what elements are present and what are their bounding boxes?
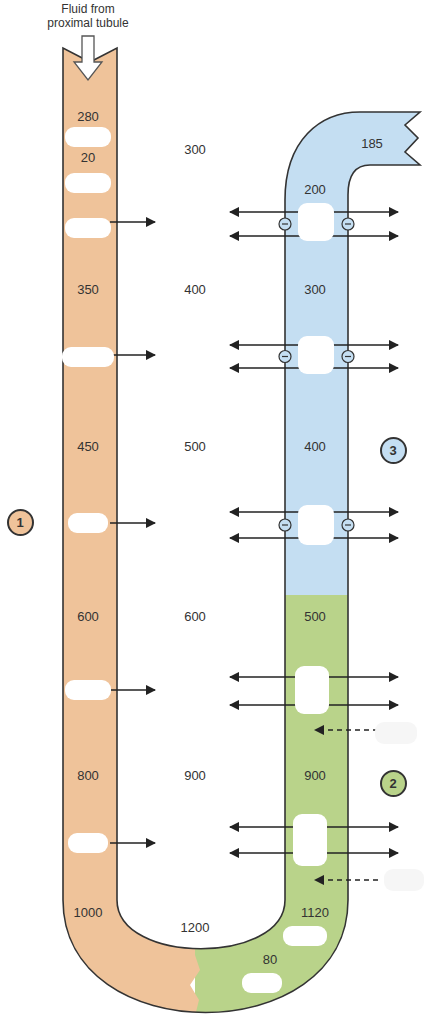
arrow (110, 689, 155, 691)
osmolarity-value: 185 (361, 136, 383, 152)
pump-symbol (345, 356, 351, 357)
callout-circle: 1 (7, 509, 34, 536)
osmolarity-value: 280 (77, 109, 99, 125)
osmolarity-value: 350 (77, 282, 99, 298)
arrow (110, 842, 155, 844)
pump-symbol (342, 519, 354, 531)
pump-symbol (279, 218, 291, 230)
osmolarity-value: 400 (184, 282, 206, 298)
osmolarity-value: 800 (77, 768, 99, 784)
callout-circle: 2 (380, 770, 407, 797)
arrow (110, 522, 155, 524)
pump-symbol (345, 223, 351, 224)
osmolarity-value: 900 (304, 768, 326, 784)
blank-box (298, 336, 334, 374)
inflow-label: Fluid from proximal tubule (38, 2, 138, 31)
pump-symbol (279, 351, 291, 363)
osmolarity-value: 1120 (301, 905, 329, 921)
osmolarity-value: 400 (304, 439, 326, 455)
osmolarity-value: 900 (184, 768, 206, 784)
inflow-arrow (74, 36, 102, 80)
dashed-arrow (315, 879, 378, 881)
osmolarity-value: 80 (263, 952, 277, 968)
osmolarity-value: 300 (304, 282, 326, 298)
blank-box (283, 926, 327, 946)
blank-box (65, 680, 111, 700)
exchange-arrows (230, 212, 398, 880)
osmolarity-value: 450 (77, 439, 99, 455)
callout-number: 1 (16, 515, 23, 530)
blank-box (298, 203, 334, 241)
blank-box (293, 814, 327, 866)
callout-number: 3 (389, 443, 396, 458)
pump-symbol (282, 356, 288, 357)
blank-box (295, 666, 329, 714)
osmolarity-value: 300 (184, 142, 206, 158)
pump-symbol (342, 218, 354, 230)
pump-symbol (282, 223, 288, 224)
blank-box (384, 869, 424, 891)
blank-box (242, 973, 282, 993)
pump-symbol (282, 524, 288, 525)
blank-box (65, 127, 111, 147)
pump-symbol (342, 351, 354, 363)
blank-box (65, 218, 111, 238)
arrow (110, 354, 155, 356)
osmolarity-value: 500 (184, 439, 206, 455)
tube-wall (63, 48, 420, 1013)
osmolarity-value: 1200 (181, 920, 210, 936)
callout-number: 2 (389, 776, 396, 791)
osmolarity-value: 1000 (74, 905, 103, 921)
dashed-arrow (315, 729, 378, 731)
blank-box (375, 722, 417, 744)
osmolarity-value: 500 (304, 609, 326, 625)
blank-box (62, 347, 114, 367)
blank-box (298, 505, 334, 545)
osmolarity-value: 600 (184, 609, 206, 625)
blank-boxes (62, 127, 424, 993)
osmolarity-value: 20 (81, 150, 95, 166)
callout-circle: 3 (380, 437, 407, 464)
arrow (110, 221, 155, 223)
blank-box (65, 173, 111, 193)
water-out-arrows (110, 222, 155, 843)
osmolarity-value: 600 (77, 609, 99, 625)
osmolarity-value: 200 (304, 182, 326, 198)
pump-symbol (279, 519, 291, 531)
blank-box (68, 513, 108, 533)
pump-symbol (345, 524, 351, 525)
blank-box (68, 833, 108, 853)
